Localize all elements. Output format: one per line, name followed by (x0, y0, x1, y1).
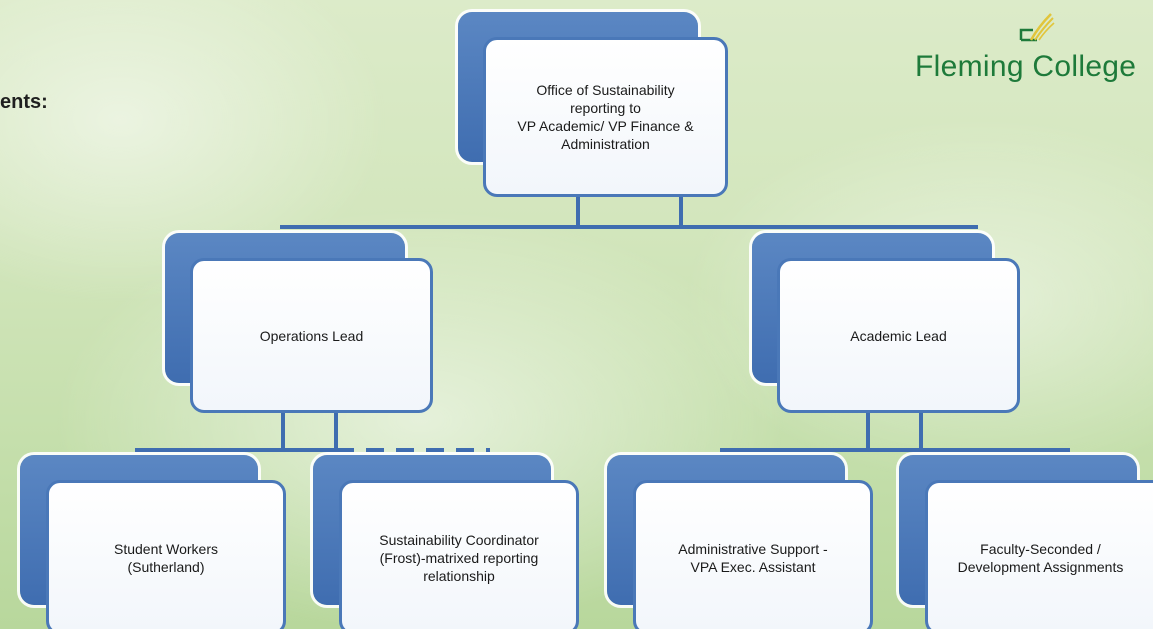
node-card: Academic Lead (777, 258, 1020, 413)
node-office-of-sustainability: Office of Sustainability reporting to VP… (458, 12, 728, 197)
node-card: Office of Sustainability reporting to VP… (483, 37, 728, 197)
node-label: Administrative Support - VPA Exec. Assis… (678, 540, 828, 575)
node-student-workers: Student Workers (Sutherland) (20, 455, 290, 629)
node-label: Operations Lead (259, 327, 364, 344)
logo-text: Fleming College (915, 50, 1137, 83)
node-sustainability-coordinator: Sustainability Coordinator (Frost)-matri… (313, 455, 583, 629)
node-label: Office of Sustainability reporting to VP… (517, 82, 694, 152)
node-faculty-seconded: Faculty-Seconded / Development Assignmen… (899, 455, 1153, 629)
node-label: Sustainability Coordinator (Frost)-matri… (379, 531, 539, 584)
node-label: Academic Lead (850, 327, 947, 344)
node-label: Faculty-Seconded / Development Assignmen… (957, 540, 1124, 575)
slide-title-fragment: ents: (0, 91, 48, 113)
node-card: Student Workers (Sutherland) (46, 480, 286, 629)
node-operations-lead: Operations Lead (165, 233, 440, 418)
node-card: Operations Lead (190, 258, 433, 413)
node-administrative-support: Administrative Support - VPA Exec. Assis… (607, 455, 877, 629)
fleming-college-logo: Fleming College (915, 10, 1153, 100)
node-academic-lead: Academic Lead (752, 233, 1027, 418)
node-label: Student Workers (Sutherland) (113, 540, 218, 575)
logo-mark-icon (1019, 13, 1055, 42)
node-card: Faculty-Seconded / Development Assignmen… (925, 480, 1153, 629)
node-card: Sustainability Coordinator (Frost)-matri… (339, 480, 579, 629)
node-card: Administrative Support - VPA Exec. Assis… (633, 480, 873, 629)
